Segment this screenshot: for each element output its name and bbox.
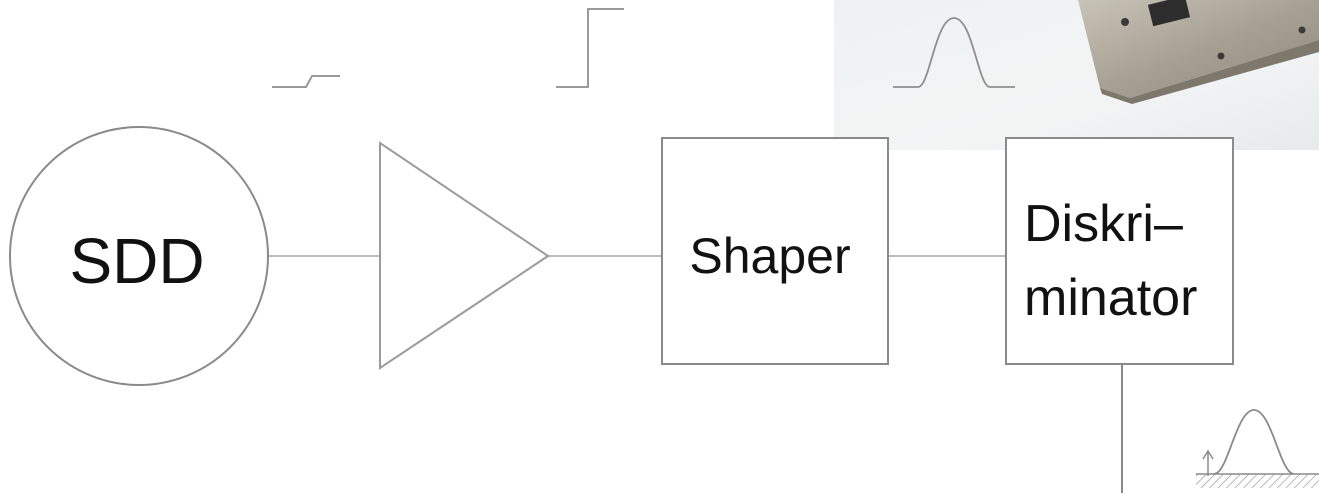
discriminator-node: Diskri– minator — [1005, 137, 1234, 365]
discriminator-label-line2: minator — [1024, 269, 1197, 327]
shaper-node: Shaper — [661, 137, 889, 365]
sdd-label: SDD — [69, 225, 204, 297]
threshold-pulse-illustration — [1196, 409, 1319, 488]
waveform-gaussian-pulse — [893, 17, 1015, 88]
sdd-node: SDD — [9, 126, 269, 386]
connectors — [268, 255, 1123, 493]
amplifier-node — [379, 141, 550, 370]
waveform-large-step — [556, 8, 624, 88]
detector-housing-image — [1078, 0, 1319, 104]
waveform-small-step — [272, 75, 340, 88]
shaper-label: Shaper — [689, 228, 850, 284]
device-photo — [834, 0, 1319, 150]
discriminator-label-line1: Diskri– — [1024, 195, 1183, 253]
